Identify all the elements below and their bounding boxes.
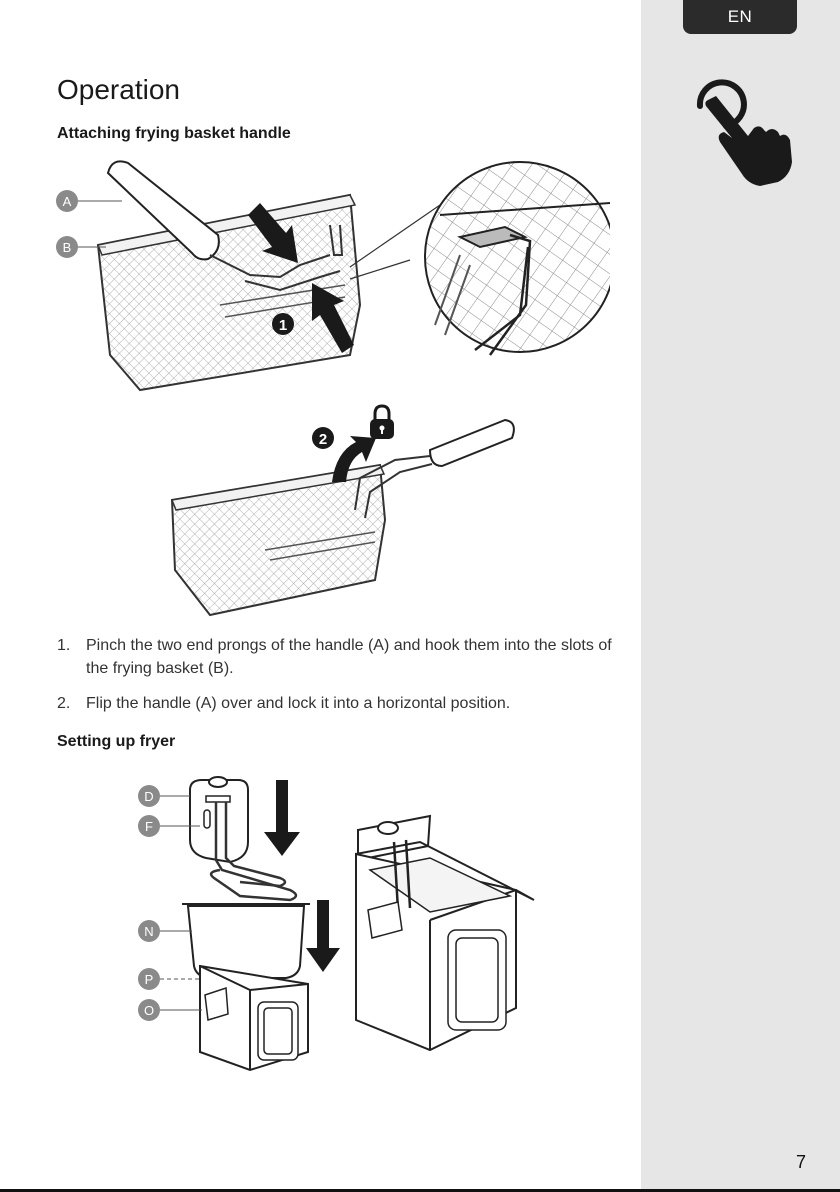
svg-text:A: A [63, 194, 72, 209]
callout-a: A [56, 190, 78, 212]
svg-text:N: N [144, 924, 153, 939]
zoom-detail [425, 162, 610, 355]
svg-text:B: B [63, 240, 72, 255]
callout-p: P [138, 968, 160, 990]
step-badge-2: 2 [312, 427, 334, 449]
page-number: 7 [796, 1152, 806, 1173]
svg-text:1: 1 [279, 317, 287, 334]
instruction-steps: 1. Pinch the two end prongs of the handl… [57, 634, 617, 727]
fryer-setup-figure: D F N P O [130, 770, 550, 1080]
basket-locked-figure: 2 [160, 400, 530, 625]
svg-text:D: D [144, 789, 153, 804]
section-heading-attaching: Attaching frying basket handle [57, 125, 291, 143]
list-item: 1. Pinch the two end prongs of the handl… [57, 634, 617, 680]
language-badge: EN [683, 0, 797, 34]
control-unit [190, 777, 248, 862]
callout-o: O [138, 999, 160, 1021]
svg-text:2: 2 [319, 431, 327, 448]
callout-b: B [56, 236, 78, 258]
svg-text:F: F [145, 819, 153, 834]
padlock-icon [370, 406, 394, 439]
step-badge-1: 1 [272, 313, 294, 335]
hand-touch-icon [686, 76, 796, 186]
arrow-down-icon [264, 780, 300, 856]
basket-handle-figure: A B 1 [50, 155, 610, 395]
section-heading-setup: Setting up fryer [57, 733, 175, 751]
callout-d: D [138, 785, 160, 807]
page-title: Operation [57, 74, 180, 106]
callout-f: F [138, 815, 160, 837]
callout-n: N [138, 920, 160, 942]
arrow-down-icon [306, 900, 340, 972]
assembled-fryer [356, 816, 534, 1050]
svg-text:O: O [144, 1003, 154, 1018]
list-item: 2. Flip the handle (A) over and lock it … [57, 692, 617, 715]
svg-text:P: P [145, 972, 154, 987]
fryer-housing [200, 966, 308, 1070]
frying-basket [172, 465, 385, 615]
